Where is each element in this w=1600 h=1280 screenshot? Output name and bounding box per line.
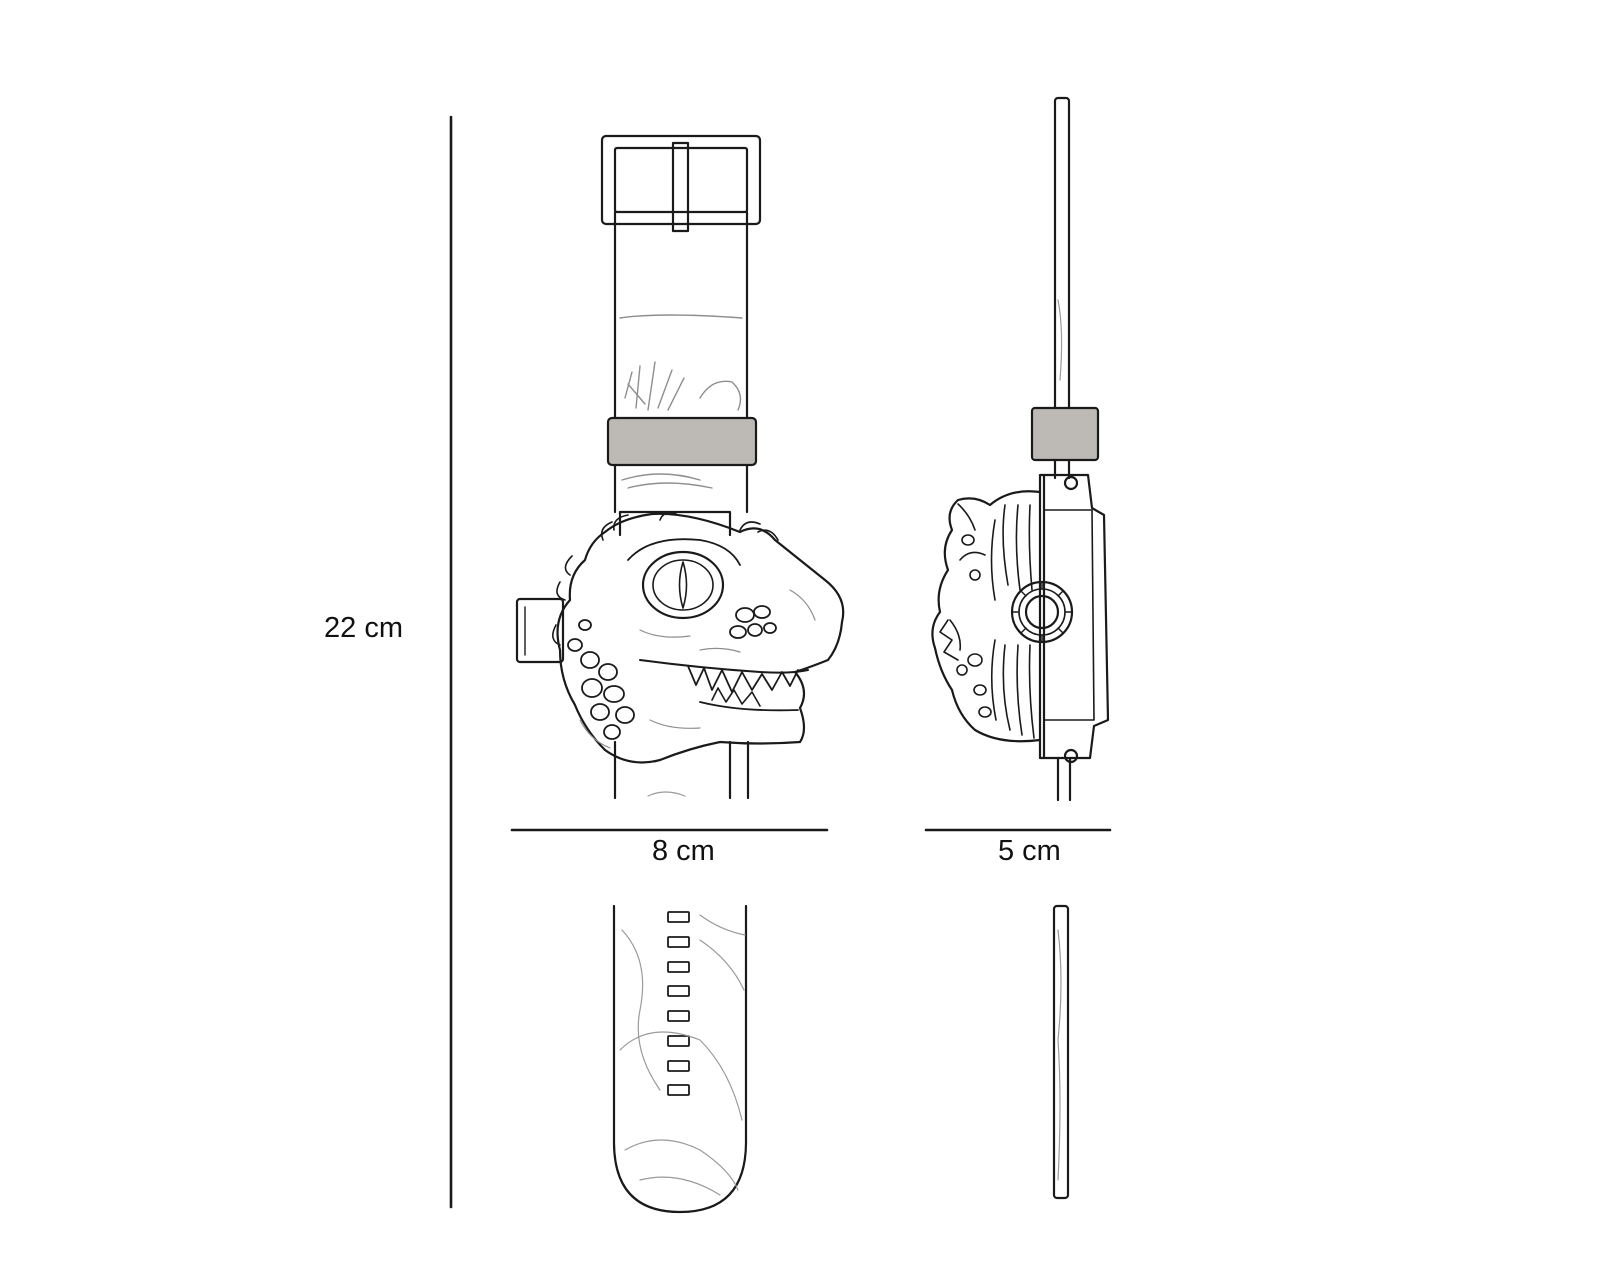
side-dinosaur-head bbox=[931, 490, 1042, 743]
side-crown bbox=[1010, 580, 1074, 644]
upper-strap bbox=[613, 210, 749, 514]
height-label: 22 cm bbox=[324, 612, 403, 644]
dinosaur-head bbox=[552, 512, 845, 764]
strap-holes bbox=[667, 911, 690, 1096]
side-strap-keeper bbox=[1030, 406, 1100, 462]
dinosaur-eye bbox=[641, 550, 725, 620]
width-label: 8 cm bbox=[652, 835, 715, 867]
crown-button bbox=[515, 597, 565, 664]
depth-label: 5 cm bbox=[998, 835, 1061, 867]
strap-keeper bbox=[606, 416, 758, 467]
side-view bbox=[924, 96, 1112, 1200]
buckle bbox=[600, 134, 762, 233]
lower-strap bbox=[612, 904, 748, 1214]
front-view bbox=[510, 134, 845, 1214]
